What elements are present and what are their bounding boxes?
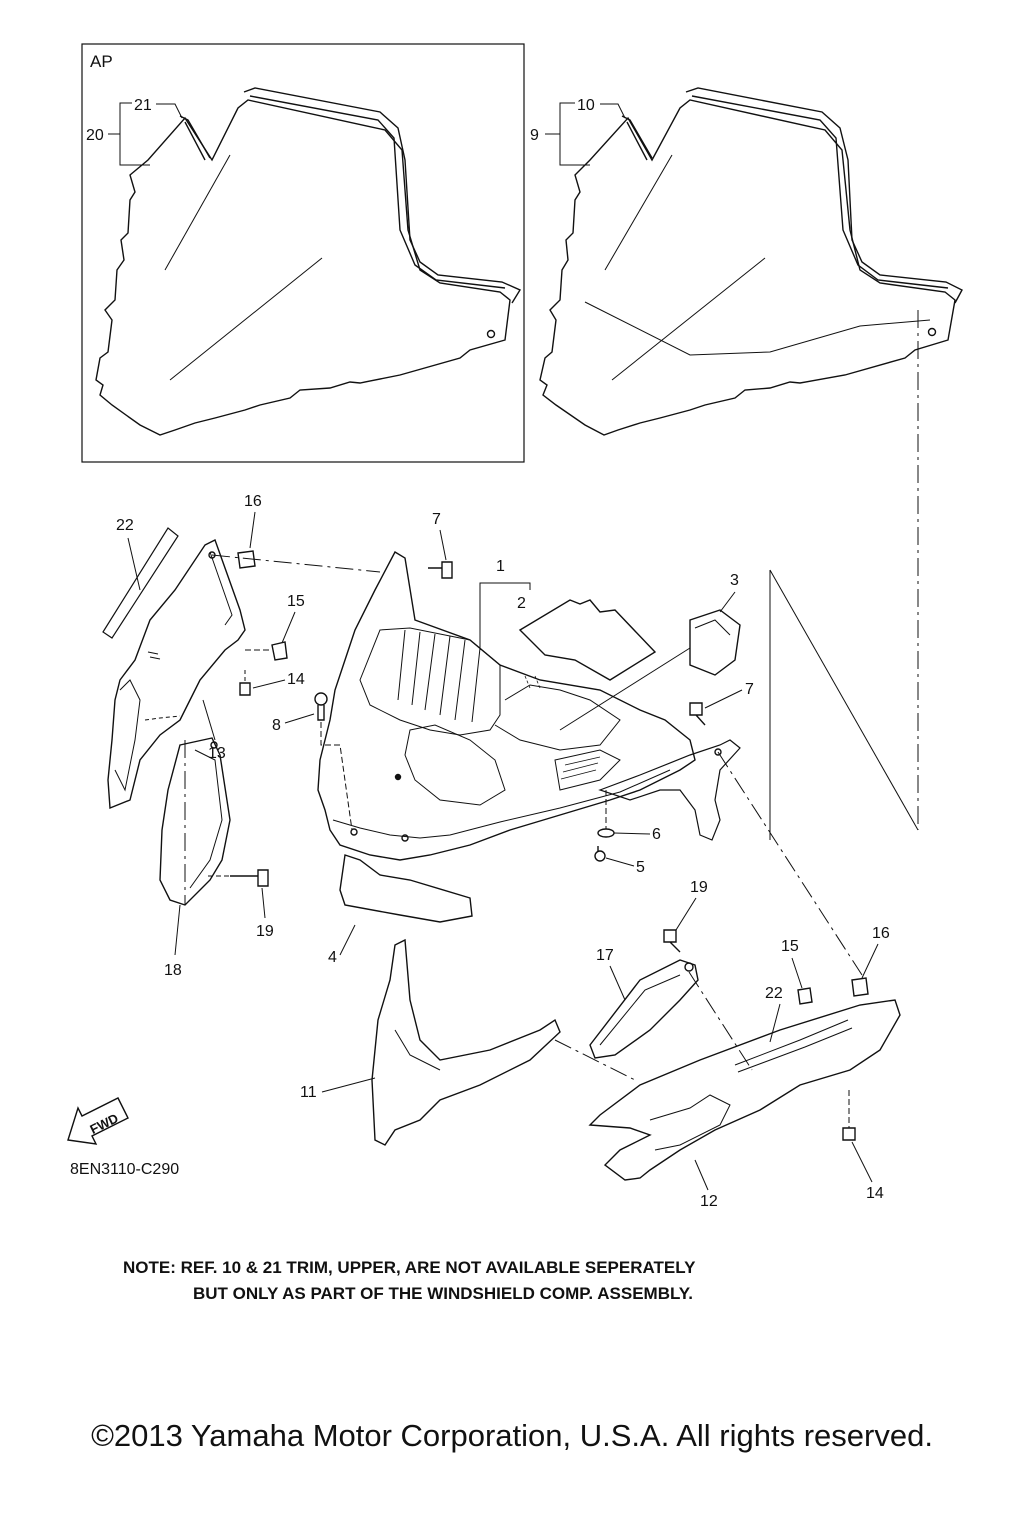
ap-box bbox=[81, 43, 525, 463]
callout-12: 12 bbox=[700, 1193, 718, 1210]
callout-5: 5 bbox=[636, 859, 645, 876]
part-14-screw bbox=[239, 670, 251, 696]
part-22-decal-left bbox=[102, 527, 179, 639]
callout-7b: 7 bbox=[745, 681, 754, 698]
callout-2: 2 bbox=[517, 595, 526, 612]
callout-11: 11 bbox=[300, 1084, 317, 1101]
callout-9: 9 bbox=[530, 127, 539, 144]
part-13-side-cowl bbox=[107, 539, 246, 810]
callout-14a: 14 bbox=[287, 671, 305, 688]
callout-4: 4 bbox=[328, 949, 337, 966]
callout-19a: 19 bbox=[256, 923, 274, 940]
callout-10: 10 bbox=[577, 97, 595, 114]
part-1-upper-cowling bbox=[317, 551, 696, 861]
callout-15b: 15 bbox=[781, 938, 799, 955]
callout-18: 18 bbox=[164, 962, 182, 979]
part-19-screw-right bbox=[663, 929, 681, 953]
callout-6: 6 bbox=[652, 826, 661, 843]
part-7-screw-right bbox=[689, 702, 706, 726]
part-11-lower-cowl bbox=[371, 938, 561, 1146]
fwd-arrow-icon: FWD bbox=[67, 1097, 129, 1145]
note-line-2: BUT ONLY AS PART OF THE WINDSHIELD COMP.… bbox=[193, 1284, 693, 1303]
callout-1: 1 bbox=[496, 558, 505, 575]
part-15-nut bbox=[271, 641, 288, 661]
callout-19b: 19 bbox=[690, 879, 708, 896]
callout-8: 8 bbox=[272, 717, 281, 734]
callout-13: 13 bbox=[208, 745, 226, 762]
part-7-screw-upper bbox=[428, 561, 453, 579]
windshield-9 bbox=[539, 87, 963, 436]
ap-box-label: AP bbox=[90, 52, 113, 71]
windshield-20 bbox=[95, 87, 522, 436]
copyright: ©2013 Yamaha Motor Corporation, U.S.A. A… bbox=[91, 1418, 933, 1453]
part-3-cover bbox=[689, 609, 741, 676]
callout-20: 20 bbox=[86, 127, 104, 144]
part-5-screw bbox=[594, 846, 606, 862]
callout-22a: 22 bbox=[116, 517, 134, 534]
part-14-screw-right bbox=[842, 1090, 856, 1141]
part-2-pad bbox=[518, 599, 657, 681]
part-6-washer bbox=[597, 828, 615, 838]
callout-15a: 15 bbox=[287, 593, 305, 610]
part-17-bracket bbox=[589, 959, 699, 1059]
callout-16b: 16 bbox=[872, 925, 890, 942]
part-15-nut-right bbox=[797, 987, 813, 1005]
callout-21: 21 bbox=[134, 97, 152, 114]
callout-17: 17 bbox=[596, 947, 614, 964]
callout-3: 3 bbox=[730, 572, 739, 589]
part-16-collar-right bbox=[851, 977, 869, 997]
part-4-duct bbox=[339, 854, 473, 923]
part-19-screw bbox=[230, 869, 269, 887]
part-16-collar bbox=[237, 550, 256, 569]
callout-22b: 22 bbox=[765, 985, 783, 1002]
callout-16a: 16 bbox=[244, 493, 262, 510]
callout-14b: 14 bbox=[866, 1185, 884, 1202]
callout-7a: 7 bbox=[432, 511, 441, 528]
part-12-side-cowl bbox=[588, 999, 901, 1181]
note-line-1: NOTE: REF. 10 & 21 TRIM, UPPER, ARE NOT … bbox=[123, 1258, 696, 1277]
right-inner-panel bbox=[598, 739, 741, 841]
diagram-code: 8EN3110-C290 bbox=[70, 1161, 179, 1178]
fwd-label: FWD bbox=[87, 1110, 120, 1136]
part-18-side-panel bbox=[159, 737, 231, 906]
part-8-screw bbox=[314, 692, 328, 721]
